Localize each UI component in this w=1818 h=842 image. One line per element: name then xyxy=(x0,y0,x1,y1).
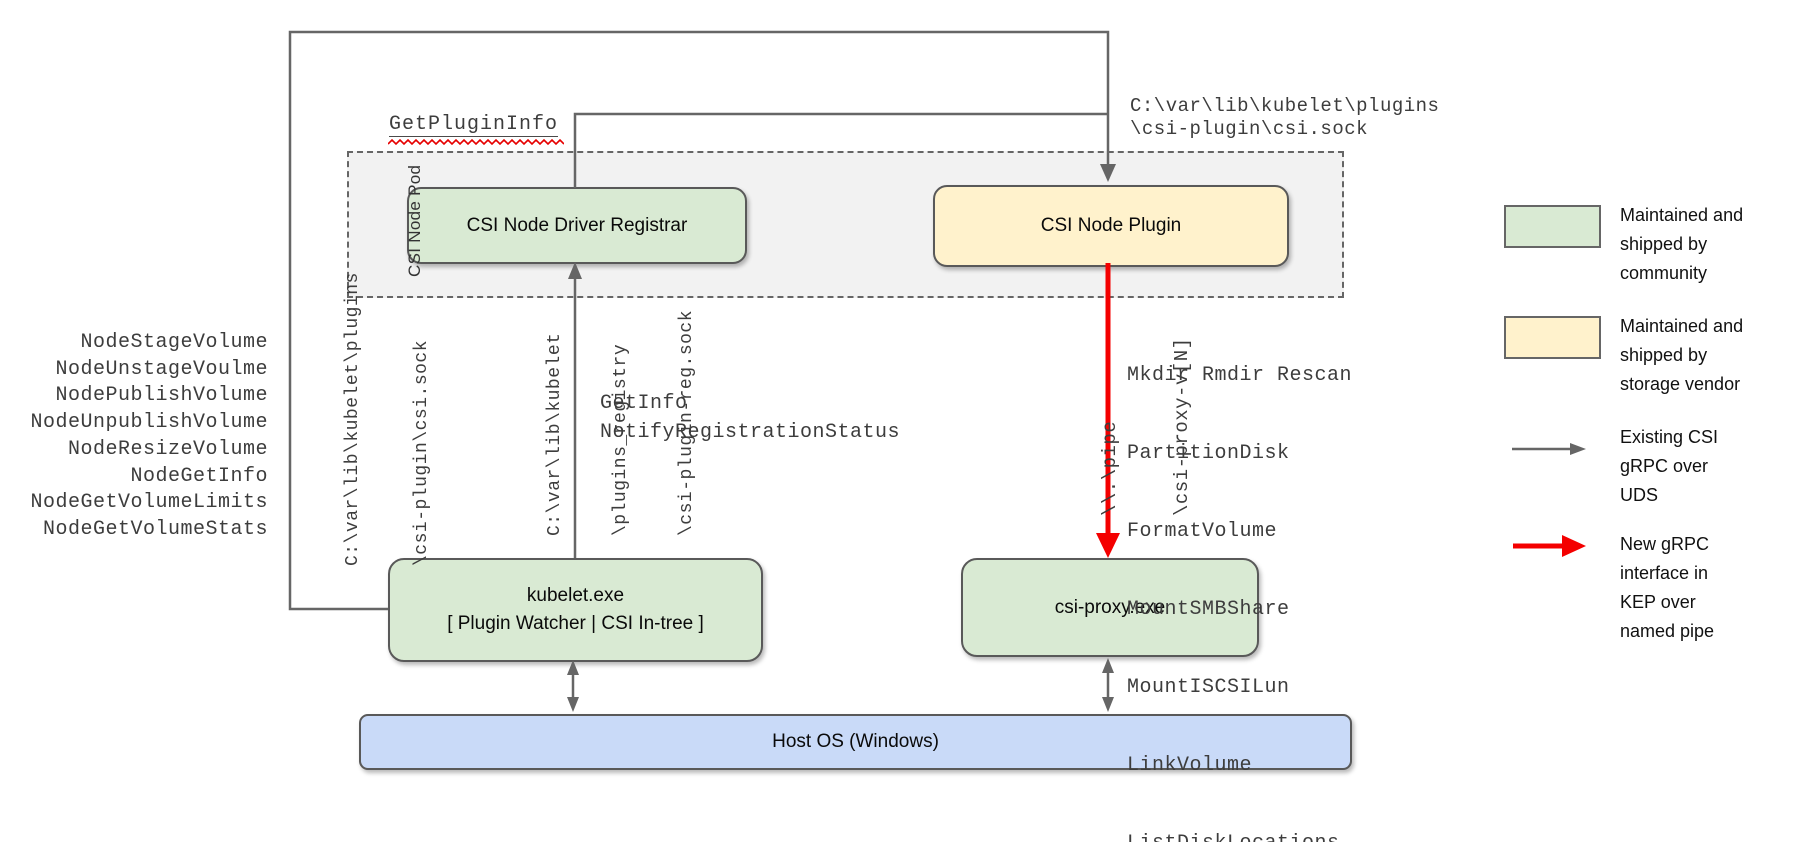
legend-item-uds: Existing CSI gRPC over UDS xyxy=(1620,427,1719,505)
plugin-to-csiproxy-arrowhead xyxy=(1096,533,1120,558)
csi-node-pod-label: CSI Node Pod xyxy=(405,164,424,277)
csiproxy-hostos-arrowhead-up xyxy=(1102,658,1114,673)
api-list-item: NodeUnpublishVolume xyxy=(30,411,268,435)
api-list-item: NodePublishVolume xyxy=(55,384,268,408)
kubelet-to-plugin-arrowhead xyxy=(1100,164,1116,182)
legend-uds-arrowhead xyxy=(1570,443,1586,455)
kubelet-label-line1: kubelet.exe xyxy=(526,585,625,606)
kubelet-to-plugin-connector xyxy=(288,30,1110,611)
api-list-item: ListDiskLocations xyxy=(1127,831,1352,842)
api-list-item: NodeGetInfo xyxy=(130,464,268,488)
legend-item-community: Maintained and shipped by community xyxy=(1620,205,1744,283)
kubelet-label-line2: [ Plugin Watcher | CSI In-tree ] xyxy=(447,613,704,634)
kubelet-node: kubelet.exe [ Plugin Watcher | CSI In-tr… xyxy=(388,558,763,662)
legend-namedpipe-arrowhead xyxy=(1562,535,1586,557)
kubelet-hostos-arrowhead-up xyxy=(567,660,579,675)
csi-proxy-node: csi-proxy.exe xyxy=(961,558,1259,657)
legend-item-namedpipe: New gRPC interface in KEP over named pip… xyxy=(1620,534,1715,641)
api-list-item: NodeUnstageVoulme xyxy=(55,357,268,381)
csi-node-plugin-node: CSI Node Plugin xyxy=(933,185,1289,267)
csi-sock-vertical-label: C:\var\lib\kubelet\plugins \csi-plugin\c… xyxy=(343,272,432,566)
legend-item-vendor: Maintained and shipped by storage vendor xyxy=(1620,316,1744,394)
api-list-item: NodeResizeVolume xyxy=(67,437,268,461)
csiproxy-hostos-arrowhead-down xyxy=(1102,697,1114,712)
legend-swatch-vendor xyxy=(1504,316,1601,359)
api-list-item: NodeGetVolumeLimits xyxy=(30,491,268,515)
legend-swatch-community xyxy=(1504,205,1601,248)
host-os-label: Host OS (Windows) xyxy=(772,731,939,752)
getplugininfo-label: GetPluginInfo xyxy=(389,113,559,137)
api-list-item: Mkdir Rmdir Rescan xyxy=(1127,364,1353,387)
csi-proxy-api-list: Mkdir Rmdir Rescan PartitionDisk FormatV… xyxy=(1127,311,1352,842)
kubelet-hostos-arrowhead-down xyxy=(567,697,579,712)
getplugininfo-connector xyxy=(573,112,1108,188)
api-list-item: NodeStageVolume xyxy=(80,331,268,354)
registrar-label: CSI Node Driver Registrar xyxy=(466,214,688,236)
api-list-item: NodeGetVolumeStats xyxy=(42,517,268,541)
csi-node-driver-registrar-node: CSI Node Driver Registrar xyxy=(407,187,747,264)
kubelet-csi-api-list: NodeStageVolume NodeUnstageVoulme NodePu… xyxy=(28,330,268,544)
api-list-item: LinkVolume xyxy=(1127,754,1253,777)
api-list-item: FormatVolume xyxy=(1127,520,1278,543)
plugin-socket-path-label: C:\var\lib\kubelet\plugins \csi-plugin\c… xyxy=(1130,95,1440,140)
api-list-item: MountISCSILun xyxy=(1127,676,1290,699)
api-list-item: MountSMBShare xyxy=(1127,598,1290,621)
csi-proxy-label: csi-proxy.exe xyxy=(1054,596,1166,618)
getplugininfo-squiggle xyxy=(388,139,564,146)
kubelet-to-registrar-arrowhead xyxy=(568,262,582,279)
registration-calls-label: GetInfo NotifyRegistrationStatus xyxy=(600,392,901,444)
api-list-item: PartitionDisk xyxy=(1127,442,1290,465)
reg-sock-vertical-label: C:\var\lib\kubelet \plugins_registry \cs… xyxy=(545,309,697,536)
host-os-node: Host OS (Windows) xyxy=(359,714,1352,770)
plugin-label: CSI Node Plugin xyxy=(1040,215,1182,236)
